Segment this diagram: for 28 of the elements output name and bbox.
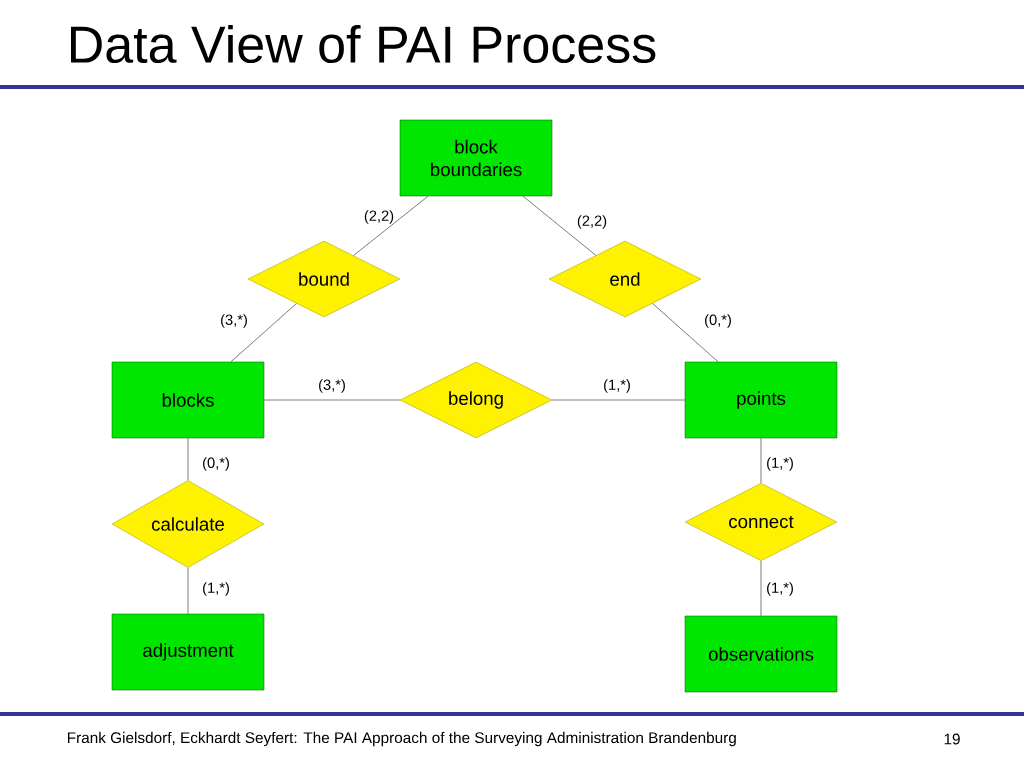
entity-box: observations	[684, 615, 838, 693]
cardinality-label: (3,*)	[221, 314, 247, 328]
footer-text: Frank Gielsdorf, Eckhardt Seyfert: The PAI Approach of the Surveying Administration Brandenburg	[67, 731, 736, 747]
connector-line	[760, 437, 762, 484]
cardinality-label: (0,*)	[705, 314, 731, 328]
slide-title: Data View of PAI Process	[71, 24, 656, 64]
entity-box: blocks	[111, 361, 265, 439]
entity-box: adjustment	[111, 613, 265, 691]
cardinality-label: (1,*)	[604, 379, 630, 393]
connector-line	[187, 567, 189, 615]
cardinality-label: (3,*)	[319, 379, 345, 393]
connector-line	[760, 560, 762, 617]
connector-line	[551, 399, 686, 401]
cardinality-label: (1,*)	[767, 582, 793, 596]
page-number: 19	[944, 733, 960, 745]
connector-line	[187, 437, 189, 481]
connector-line	[353, 195, 429, 256]
connector-line	[263, 399, 401, 401]
cardinality-label: (1,*)	[203, 582, 229, 596]
connector-line	[522, 195, 597, 256]
cardinality-label: (2,2)	[577, 215, 607, 229]
entity-box: points	[684, 361, 838, 439]
cardinality-label: (2,2)	[364, 210, 394, 224]
connector-line	[652, 303, 719, 363]
connector-line	[230, 303, 297, 363]
cardinality-label: (0,*)	[203, 457, 229, 471]
cardinality-label: (1,*)	[767, 457, 793, 471]
entity-box: block boundaries	[399, 119, 553, 197]
